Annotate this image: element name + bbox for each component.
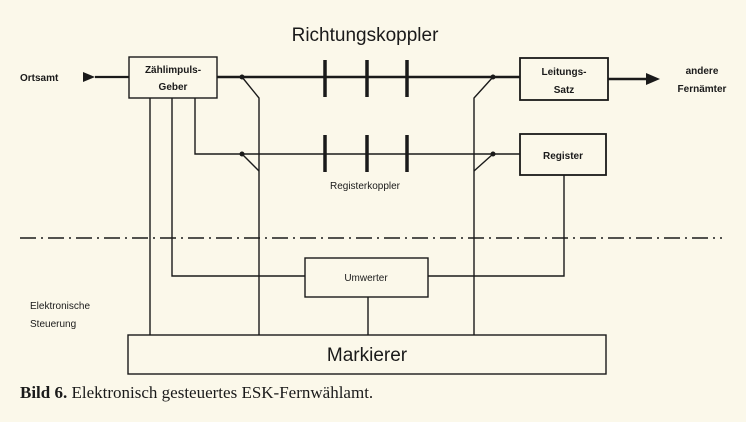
control-label-2: Steuerung: [30, 319, 76, 330]
umwerter-box: [304, 257, 429, 298]
junction-dot: [490, 74, 496, 80]
control-line: [171, 98, 305, 277]
input-arrow-icon: [83, 72, 95, 82]
output-label-1: andere: [686, 66, 719, 77]
output-arrow-icon: [646, 73, 660, 85]
leitungssatz-label-1: Leitungs-: [542, 67, 587, 78]
switch-left-main: [241, 76, 260, 335]
control-line: [428, 175, 565, 277]
register-label: Register: [543, 151, 583, 162]
zaehlimpuls-label-1: Zählimpuls-: [145, 65, 201, 76]
caption-number: Bild 6.: [20, 383, 68, 402]
umwerter-label: Umwerter: [344, 273, 388, 284]
register-path-line: [194, 98, 520, 155]
input-label: Ortsamt: [20, 73, 59, 84]
switch-right-register: [473, 153, 494, 172]
registerkoppler-label: Registerkoppler: [330, 181, 401, 192]
markierer-box: [127, 334, 607, 375]
figure-caption: Bild 6. Elektronisch gesteuertes ESK-Fer…: [20, 383, 373, 403]
control-label-1: Elektronische: [30, 301, 90, 312]
richtungskoppler-label: Richtungskoppler: [292, 25, 439, 46]
richtungskoppler-bars: [323, 60, 409, 97]
junction-dot: [239, 74, 245, 80]
switch-left-register: [241, 153, 260, 172]
caption-text: Elektronisch gesteuertes ESK-Fernwählamt…: [71, 383, 374, 402]
junction-dot: [239, 151, 245, 157]
junction-dot: [490, 151, 496, 157]
zaehlimpuls-label-2: Geber: [159, 82, 188, 93]
leitungssatz-label-2: Satz: [554, 85, 575, 96]
markierer-label: Markierer: [327, 345, 408, 366]
switch-right-main: [473, 76, 494, 335]
registerkoppler-bars: [323, 135, 409, 172]
output-label-2: Fernämter: [678, 84, 727, 95]
